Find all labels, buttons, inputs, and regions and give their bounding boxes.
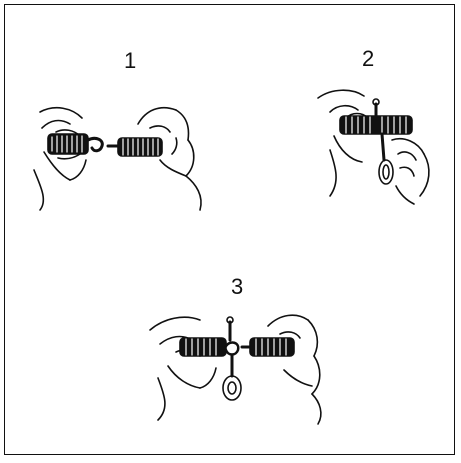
step-1-drawing: [34, 108, 201, 210]
pull-ring-icon: [379, 134, 393, 184]
right-hand-icon: [268, 315, 321, 424]
coupling-spring-left-icon: [180, 338, 226, 356]
pull-ring-icon: [223, 317, 241, 400]
right-hand-icon: [392, 139, 429, 204]
coupling-spring-right-icon: [242, 338, 294, 356]
left-hand-icon: [150, 317, 216, 420]
right-hand-icon: [138, 108, 201, 210]
step-2-drawing: [318, 90, 429, 204]
step-3-drawing: [150, 315, 321, 424]
coupling-spring-icon: [340, 99, 412, 134]
coupling-spring-right-icon: [108, 138, 162, 156]
left-hand-icon: [34, 108, 86, 210]
left-hand-icon: [318, 90, 368, 196]
coupling-spring-left-icon: [48, 134, 102, 154]
